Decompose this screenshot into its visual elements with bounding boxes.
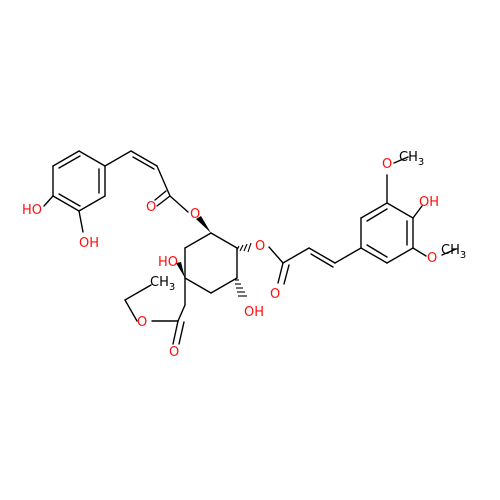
bond-carboxyl-c (177, 304, 186, 322)
label-ch3-methoxy-bottom: CH3 (441, 243, 466, 261)
caffeoyl-ring (52, 150, 106, 212)
bond-vinyl-double-inner (132, 156, 155, 170)
bond-ring-ometh-bottom (412, 247, 427, 257)
quinic-ring (184, 232, 238, 294)
syringyl-ring (360, 202, 414, 264)
label-o-bridge-right: O (255, 239, 265, 254)
bond-o-ethyl-ch2 (124, 299, 138, 322)
bond-ring-oh-syringyl (412, 205, 423, 219)
atom-labels: HO OH O O O O HO CH3 O O OH O CH3 OH O C… (22, 150, 466, 360)
bond-vinyl-double (130, 150, 158, 167)
bond-bridge-right-carbonyl (268, 246, 284, 264)
bond-carbonyl-o-right (277, 262, 284, 284)
bond-vinyl-carbonyl (156, 165, 171, 197)
bond-carboxyl-carbonyl-2 (178, 321, 185, 345)
bond-ometh-top-ch3 (393, 156, 409, 164)
label-ch3-methoxy-top: CH3 (399, 150, 424, 168)
bond-right-vinyl-double-2 (310, 253, 334, 268)
bond-carbonyl-o-left (156, 195, 171, 207)
label-oh-syringyl: OH (419, 195, 439, 210)
label-ho-top: HO (22, 203, 42, 218)
wedge-bond-quaternary-oh (176, 262, 185, 278)
label-ch3-ethyl: CH3 (150, 275, 175, 293)
label-o-methoxy-top: O (382, 157, 392, 172)
label-o-carboxyl-carbonyl: O (169, 345, 179, 360)
bond-right-carbonyl-vinyl (282, 247, 310, 264)
bond-ring-vinyl (104, 150, 132, 167)
bond-right-vinyl-double (308, 247, 336, 264)
hash-bond-ring-oh (235, 279, 247, 297)
label-oh-ring: OH (244, 305, 264, 320)
bond-ch2-ch3 (124, 284, 152, 301)
label-o-bridge-left: O (190, 207, 200, 222)
bond-vinyl-ring-right (334, 247, 362, 264)
bond-ometh-bottom-ch3 (441, 248, 457, 256)
label-oh-bottom: OH (79, 236, 99, 251)
bond-carbonyl-bridge-left (169, 195, 189, 213)
label-ho-quaternary: HO (158, 255, 178, 270)
bond-c-oh-top (43, 195, 54, 207)
wedge-bond-left-ester (196, 216, 211, 233)
bond-carboxyl-carbonyl (172, 320, 179, 345)
bond-carbonyl-o-left-2 (154, 190, 167, 201)
label-o-methoxy-bottom: O (427, 251, 437, 266)
label-o-carbonyl-right: O (270, 287, 280, 302)
bond-c-oh-bottom (78, 210, 84, 233)
hash-bond-right-ester (236, 242, 252, 253)
label-o-ethyl-ester: O (137, 315, 147, 330)
bond-carbonyl-o-right-2 (283, 264, 290, 285)
label-o-carbonyl-left: O (146, 200, 156, 215)
